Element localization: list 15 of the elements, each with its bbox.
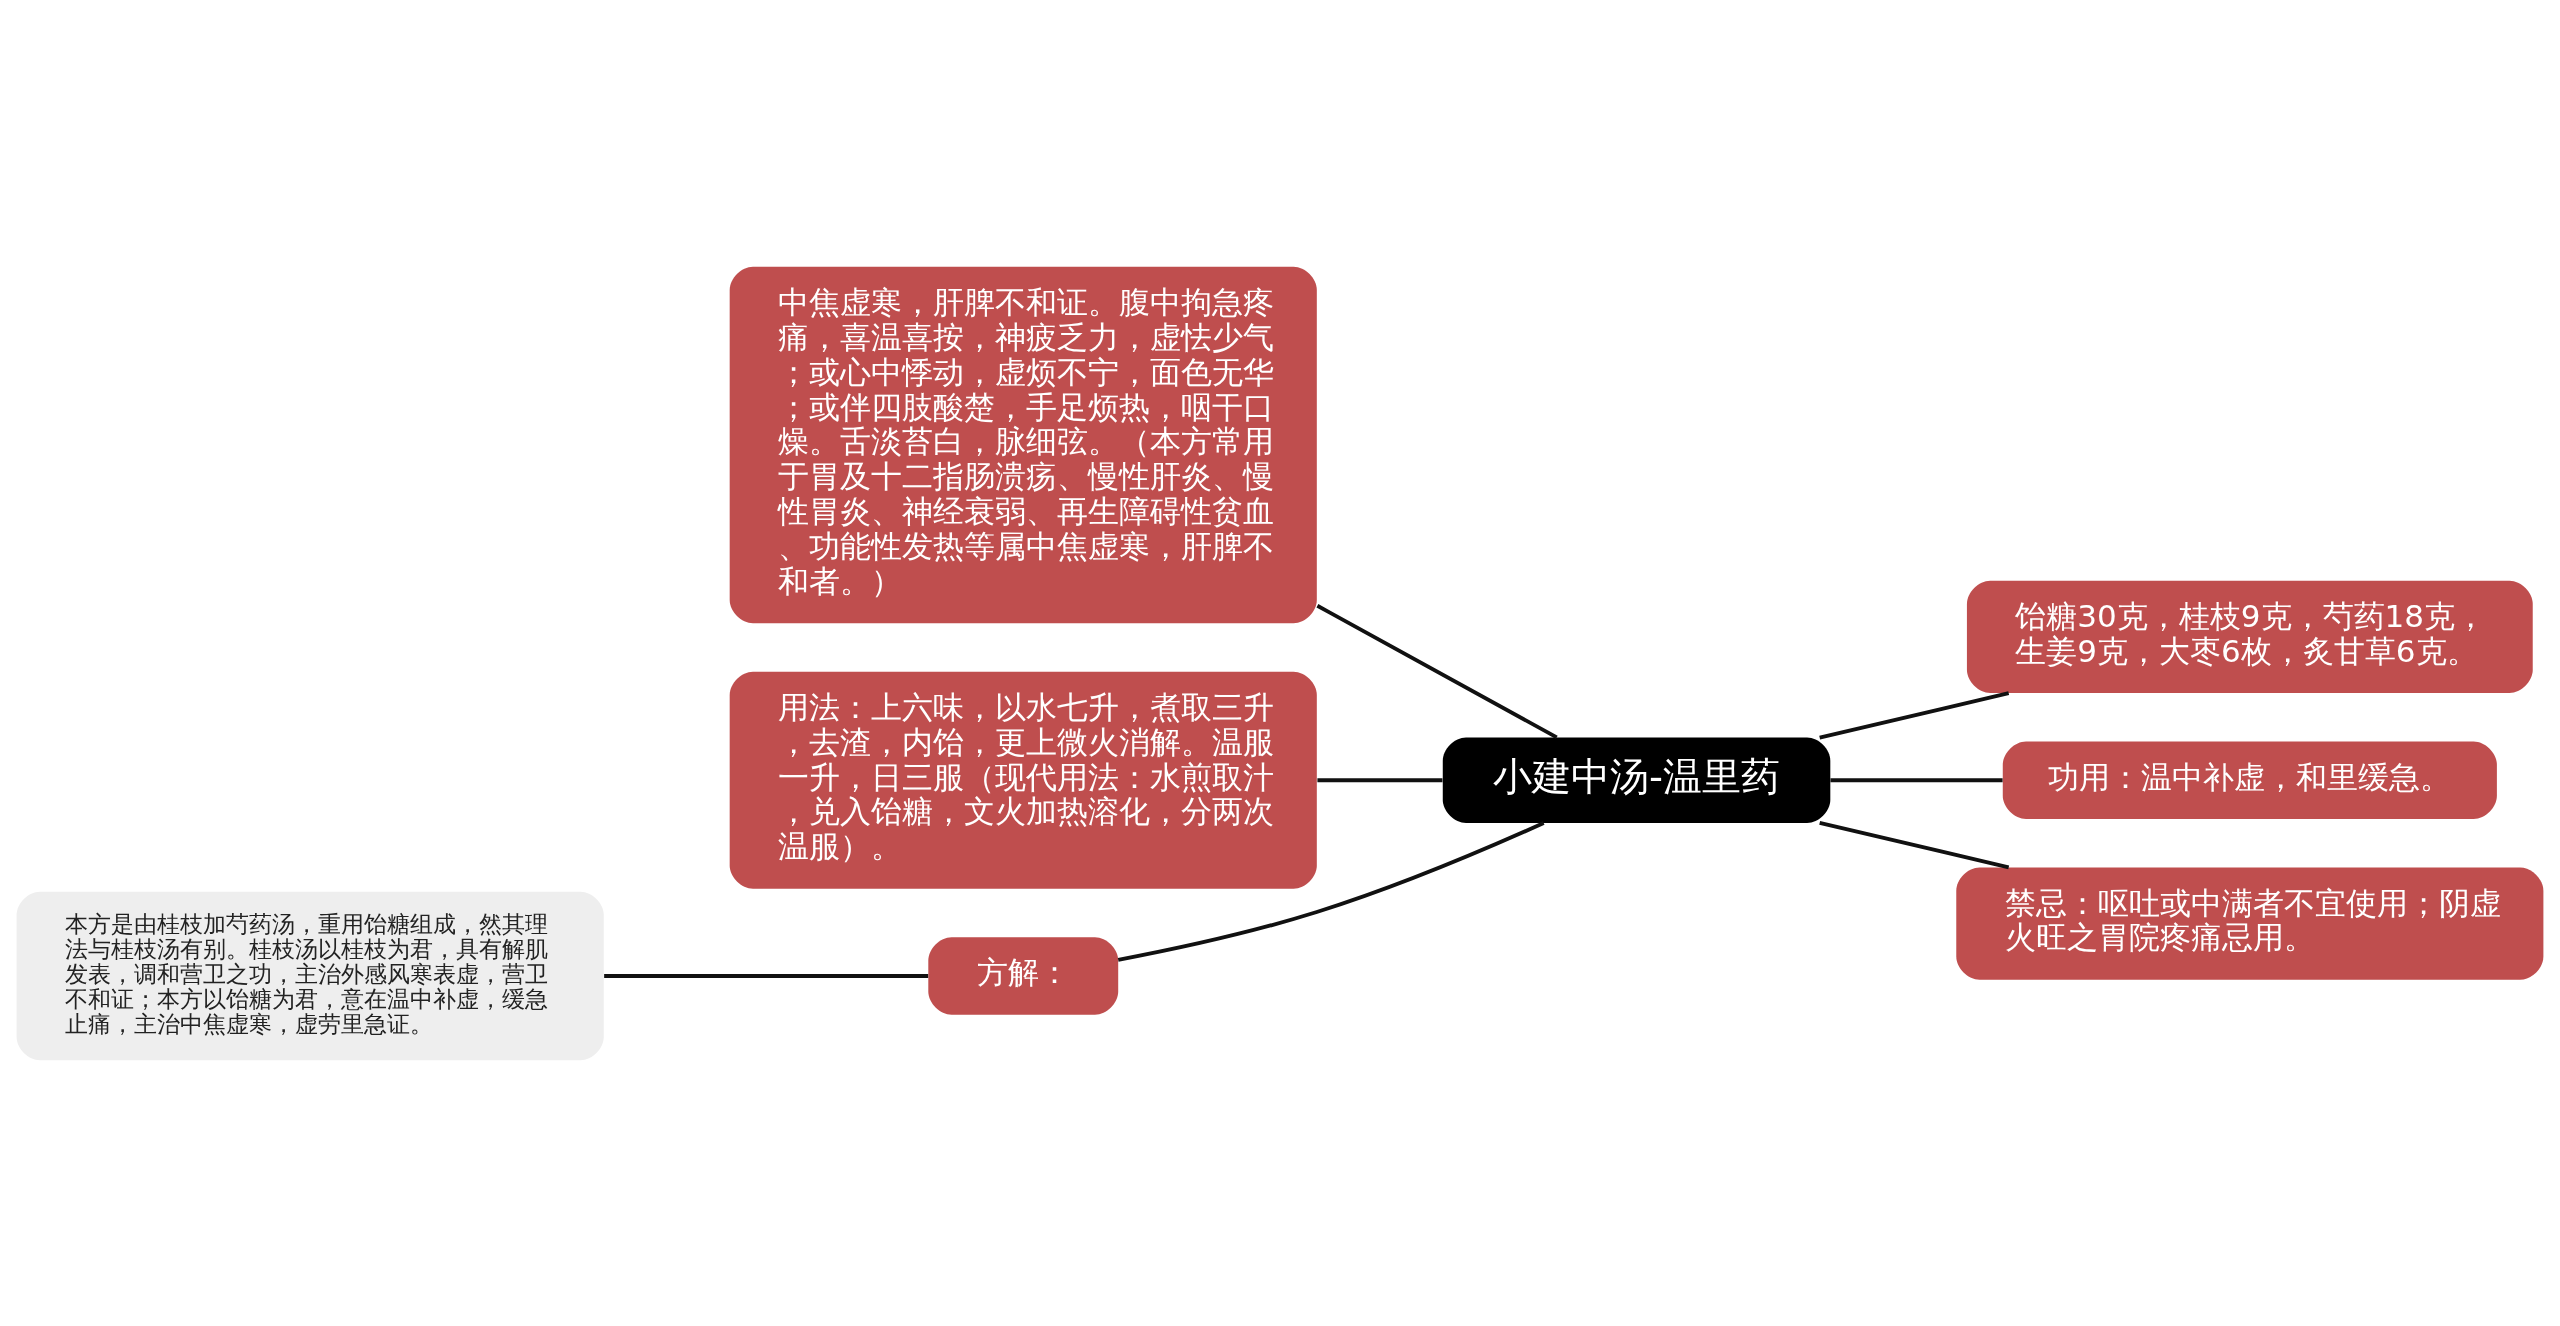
connector (604, 973, 929, 978)
connector (1819, 690, 2010, 739)
node-box: 中焦虚寒，肝脾不和证。腹中拘急疼痛，喜温喜按，神疲乏力，虚怯少气；或心中悸动，虚烦不宁，面色无华；或伴四肢酸楚，手足烦热，咽干口燥。舌淡苔白，脉细弦。（本方常用于胃及十二指肠溃疡、慢性肝炎、慢性胃炎、神经衰弱、再生障碍性贫血、功能性发热等属中焦虚寒，肝脾不和者。） (729, 266, 1317, 623)
node-box: 饴糖30克，桂枝9克，芍药18克，生姜9克，大枣6枚，炙甘草6克。 (1966, 580, 2533, 693)
connector (1830, 777, 2003, 782)
node-box: 方解： (928, 936, 1119, 1015)
node-box: 本方是由桂枝加芍药汤，重用饴糖组成，然其理法与桂枝汤有别。桂枝汤以桂枝为君，具有解肌发表，调和营卫之功，主治外感风寒表虚，营卫不和证；本方以饴糖为君，意在温中补虚，缓急止痛，主治中焦虚寒，虚劳里急证。 (16, 891, 604, 1060)
node-box: 功用：温中补虚，和里缓急。 (2002, 741, 2497, 819)
node-box: 禁忌：呕吐或中满者不宜使用；阴虚火旺之胃院疼痛忌用。 (1956, 866, 2544, 980)
connector (1317, 777, 1443, 782)
connector (1819, 820, 2010, 869)
node-box: 用法：上六味，以水七升，煮取三升，去渣，内饴，更上微火消解。温服一升，日三服（现代用法：水煎取汁，兑入饴糖，文火加热溶化，分两次温服）。 (729, 671, 1317, 889)
node-box: 小建中汤-温里药 (1442, 737, 1831, 823)
connector (1316, 603, 1558, 739)
connector (1117, 820, 1545, 962)
